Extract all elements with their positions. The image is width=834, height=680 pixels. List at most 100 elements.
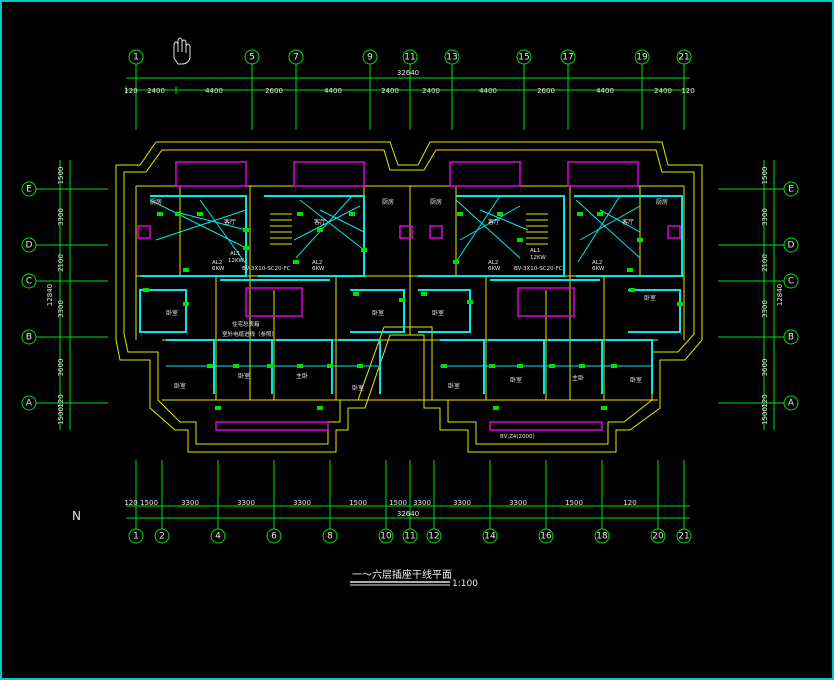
socket-outlets: [143, 212, 683, 410]
socket-outlet-17: [637, 238, 643, 242]
socket-outlet-3: [243, 246, 249, 250]
room-bedroom-8: 卧室: [448, 382, 460, 390]
socket-outlet-9: [361, 248, 367, 252]
outlet-wiring: [139, 195, 683, 394]
socket-outlet-7: [317, 228, 323, 232]
socket-outlet-5: [243, 228, 249, 232]
socket-outlet-20: [183, 302, 189, 306]
bottom-axis-21-label: 21: [678, 532, 689, 542]
socket-outlet-25: [629, 288, 635, 292]
row-axis-right-B: B: [783, 329, 799, 345]
top-axis-1: 1: [128, 49, 144, 65]
hand-cursor-icon: [173, 37, 191, 65]
room-living-4: 客厅: [622, 218, 634, 226]
bottom-axis-12: 12: [426, 528, 442, 544]
socket-outlet-16: [597, 212, 603, 216]
socket-outlet-36: [549, 364, 555, 368]
bottom-dim-7: 3300: [413, 499, 431, 507]
box-a-right: AL1: [530, 248, 540, 254]
top-axis-15-label: 15: [518, 53, 529, 63]
socket-outlet-37: [579, 364, 585, 368]
socket-outlet-23: [421, 292, 427, 296]
box-b-left-2: AL2: [312, 260, 322, 266]
top-axis-21-label: 21: [678, 53, 689, 63]
room-bedroom-4: 卧室: [644, 294, 656, 302]
room-labels: 厨房 客厅 客厅 厨房 厨房 客厅 客厅 厨房 卧室 卧室 卧室 卧室 卧室 卧…: [150, 198, 668, 392]
left-total-dim: 12840: [46, 284, 54, 306]
top-axis-5: 5: [244, 49, 260, 65]
meter-note-2: 室外电缆进线（参照）: [222, 330, 277, 338]
top-axis-21: 21: [676, 49, 692, 65]
row-axis-right-D: D: [783, 237, 799, 253]
room-kitchen-1: 厨房: [150, 198, 162, 206]
top-axis-7: 7: [288, 49, 304, 65]
room-bedroom-2: 卧室: [372, 309, 384, 317]
room-kitchen-2: 厨房: [382, 198, 394, 206]
socket-outlet-15: [577, 212, 583, 216]
room-living-1: 客厅: [224, 218, 236, 226]
box-b-right-2: AL2: [592, 260, 602, 266]
left-row-dim-0: 1500: [57, 167, 65, 185]
row-axis-left-B-label: B: [26, 333, 32, 343]
right-row-dim-3: 3300: [761, 300, 769, 318]
bottom-axis-18: 18: [594, 528, 610, 544]
meter-note-1: 住宅总表箱: [232, 320, 260, 328]
cable-right-label: BV-3X10-SC20-FC: [514, 266, 563, 272]
socket-outlet-41: [493, 406, 499, 410]
bottom-axis-11: 11: [402, 528, 418, 544]
socket-outlet-27: [207, 364, 213, 368]
top-dim-5: 2400: [381, 87, 399, 95]
stair-left: [270, 213, 292, 245]
room-master-2: 主卧: [572, 374, 584, 382]
socket-outlet-18: [627, 268, 633, 272]
bottom-axis-10: 10: [378, 528, 394, 544]
socket-outlet-22: [399, 298, 405, 302]
room-bedroom-10: 卧室: [630, 376, 642, 384]
left-row-dim-6: 1500: [57, 407, 65, 425]
row-axis-left-A-label: A: [26, 399, 33, 409]
socket-outlet-38: [611, 364, 617, 368]
drawing-scale: 1:100: [452, 579, 478, 589]
row-axis-right-C: C: [783, 273, 799, 289]
socket-outlet-0: [157, 212, 163, 216]
entry-note: BV,Z4(2000): [500, 434, 535, 440]
bottom-axis-8: 8: [322, 528, 338, 544]
cable-left-label: BV-3X10-SC20-FC: [242, 266, 291, 272]
box-b-left-sub: 6KW: [212, 266, 225, 272]
bottom-dim-11: 120: [623, 499, 636, 507]
drawing-title: 一～六层插座干线平面: [352, 568, 452, 581]
socket-outlet-28: [233, 364, 239, 368]
room-bedroom-5: 卧室: [174, 382, 186, 390]
left-row-dim-3: 3300: [57, 300, 65, 318]
right-row-dim-1: 3300: [761, 208, 769, 226]
room-bedroom-3: 卧室: [432, 309, 444, 317]
socket-outlet-12: [497, 212, 503, 216]
bottom-axis-4: 4: [210, 528, 226, 544]
bottom-dim-2: 3300: [181, 499, 199, 507]
right-row-dim-4: 3600: [761, 359, 769, 377]
top-axis-9: 9: [362, 49, 378, 65]
bottom-dim-6: 1500: [389, 499, 407, 507]
bottom-axis-10-label: 10: [380, 532, 392, 542]
socket-outlet-32: [357, 364, 363, 368]
left-row-dim-4: 3600: [57, 359, 65, 377]
top-dim-10: 2400: [654, 87, 672, 95]
socket-outlet-34: [489, 364, 495, 368]
bottom-axis-12-label: 12: [428, 532, 439, 542]
top-axis-9-label: 9: [367, 53, 373, 63]
box-b-right-sub: 6KW: [488, 266, 501, 272]
box-a-left: AL1: [230, 251, 240, 257]
bottom-total-dim: 32640: [397, 510, 419, 518]
room-bedroom-9: 卧室: [510, 376, 522, 384]
socket-outlet-21: [353, 292, 359, 296]
stair-right: [526, 213, 548, 245]
bottom-dim-4: 3300: [293, 499, 311, 507]
row-axis-left-B: B: [21, 329, 37, 345]
top-axis-13: 13: [444, 49, 460, 65]
right-total-dim: 12840: [776, 284, 784, 306]
top-axis-17-label: 17: [562, 53, 573, 63]
bottom-axis-11-label: 11: [404, 532, 415, 542]
top-axis-1-label: 1: [133, 53, 139, 63]
